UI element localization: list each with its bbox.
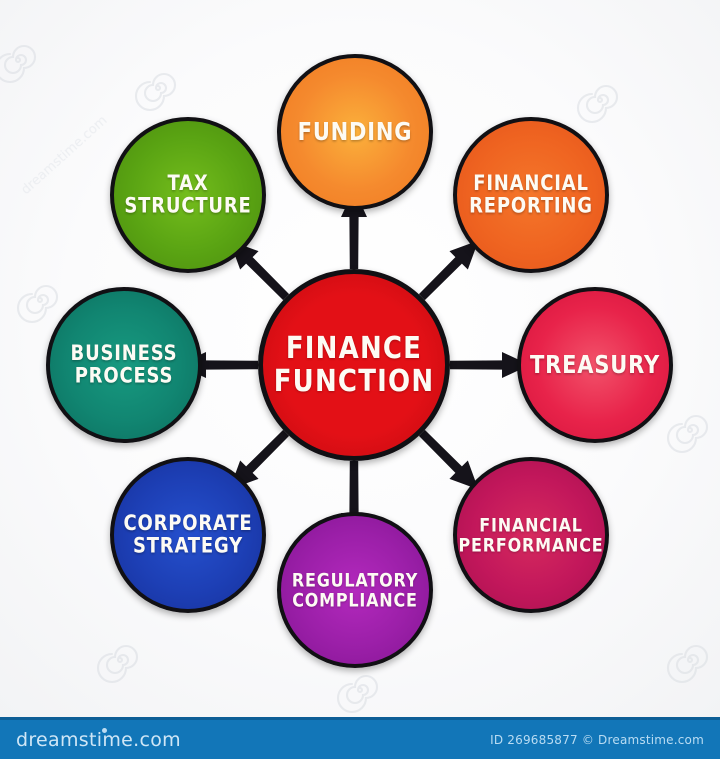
node-treasury[interactable]: TREASURY — [517, 287, 673, 443]
svg-text:dreamstime.com: dreamstime.com — [19, 113, 111, 198]
mindmap-artboard: dreamstime.com dreamstime.com — [0, 0, 720, 717]
node-funding[interactable]: FUNDING — [277, 54, 433, 210]
dreamstime-logo: dreamstime.com — [16, 727, 181, 751]
node-label-funding: FUNDING — [297, 117, 413, 146]
image-id-credit: ID 269685877 © Dreamstime.com — [490, 732, 704, 747]
logo-dot-icon — [102, 727, 107, 733]
node-label-treasury: TREASURY — [530, 350, 660, 379]
stock-footer-bar: dreamstime.com ID 269685877 © Dreamstime… — [0, 717, 720, 759]
dreamstime-logo-text: dreamstime.com — [16, 728, 181, 751]
